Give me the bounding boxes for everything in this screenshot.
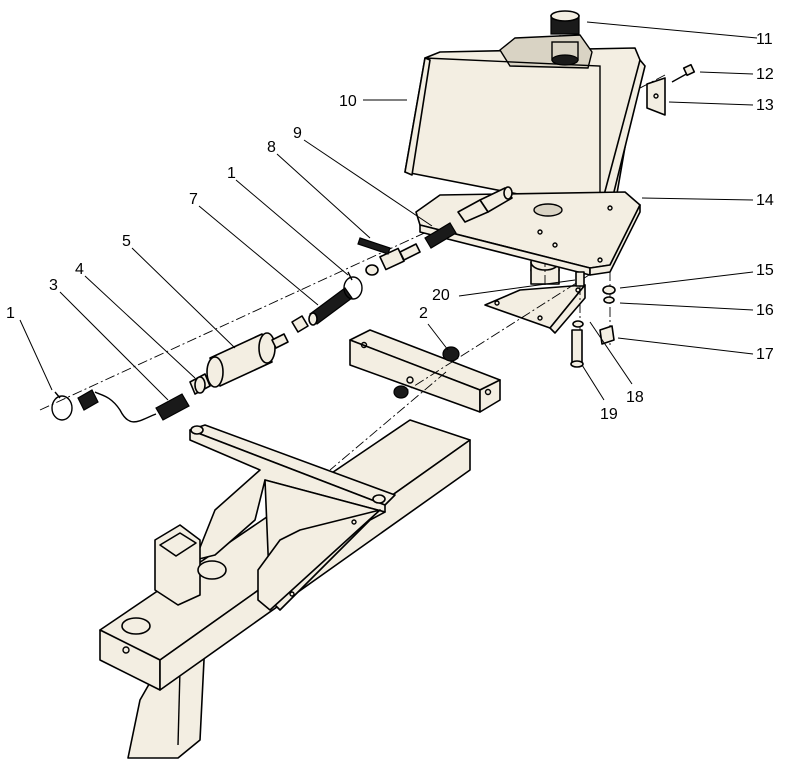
- callout-1-middle: 1: [227, 165, 236, 182]
- fuel-tank: [404, 34, 646, 211]
- callout-2: 2: [419, 305, 428, 322]
- carriage-stud: [575, 271, 585, 287]
- fuel-filter: [206, 332, 289, 388]
- callout-1-left: 1: [6, 305, 15, 322]
- mounting-tube: [349, 329, 501, 413]
- callout-19: 19: [600, 406, 618, 423]
- fuel-cap: [550, 10, 580, 66]
- hose-fitting-nut: [291, 315, 309, 333]
- callout-12: 12: [756, 66, 774, 83]
- outlet-fitting: [457, 186, 513, 223]
- callout-11: 11: [756, 31, 773, 48]
- callout-17: 17: [756, 346, 774, 363]
- callout-10: 10: [339, 93, 357, 110]
- hose-lower: [94, 391, 190, 423]
- callout-8: 8: [267, 139, 276, 156]
- callout-7: 7: [189, 191, 198, 208]
- callout-9: 9: [293, 125, 302, 142]
- callout-18: 18: [626, 389, 644, 406]
- callout-16: 16: [756, 302, 774, 319]
- shutoff-valve: [357, 237, 421, 276]
- callout-labels: 1 3 4 5 7 1 8 9 10 11 12 13 14 15 16 17 …: [6, 31, 774, 423]
- frame-crossmember-plate: [189, 424, 396, 611]
- leader-lines: [19, 21, 758, 401]
- callout-20: 20: [432, 287, 450, 304]
- hose-middle: [308, 287, 353, 326]
- callout-3: 3: [49, 277, 58, 294]
- callout-15: 15: [756, 262, 774, 279]
- hose-end-lower: [77, 389, 99, 411]
- tank-bolt: [671, 63, 696, 83]
- callout-5: 5: [122, 233, 131, 250]
- frame-upright-tube: [154, 524, 227, 606]
- hose-clamp-lower: [51, 391, 73, 421]
- callout-13: 13: [756, 97, 774, 114]
- grommet: [393, 346, 460, 399]
- hose-upper: [424, 222, 457, 249]
- mount-bolt: [570, 320, 584, 368]
- washer-and-nut-stack: [599, 285, 616, 345]
- hose-clamp-upper: [343, 271, 363, 300]
- filter-fitting: [189, 373, 211, 395]
- callout-14: 14: [756, 192, 774, 209]
- callout-4: 4: [75, 261, 84, 278]
- tank-bracket: [646, 77, 666, 116]
